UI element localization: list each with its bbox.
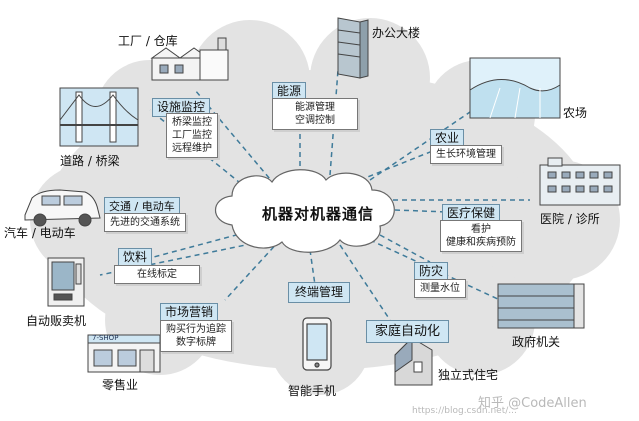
panel-disaster-box: 测量水位 xyxy=(414,279,466,298)
watermark-url: https://blog.csdn.net/... xyxy=(412,406,517,416)
panel-drinks-title: 饮料 xyxy=(118,248,153,267)
panel-traffic-line-1: 先进的交通系统 xyxy=(110,217,180,228)
car-label: 汽车 / 电动车 xyxy=(4,226,76,240)
panel-energy-line-1: 能源管理 xyxy=(295,102,335,113)
house-label: 独立式住宅 xyxy=(438,368,499,382)
panel-terminal-title: 终端管理 xyxy=(288,282,351,303)
factory-icon xyxy=(150,37,229,81)
office-building-icon xyxy=(337,17,369,79)
office-label: 办公大楼 xyxy=(372,26,421,40)
panel-facility-line-3: 远程维护 xyxy=(172,143,212,154)
panel-facility-line-2: 工厂监控 xyxy=(172,130,212,141)
panel-home-title: 家庭自动化 xyxy=(366,320,450,343)
car-icon xyxy=(24,189,101,227)
farm-label: 农场 xyxy=(563,106,588,120)
hospital-label: 医院 / 诊所 xyxy=(540,212,600,226)
panel-drinks-box: 在线标定 xyxy=(114,265,200,284)
center-title: 机器对机器通信 xyxy=(262,205,375,223)
panel-medical-line-1: 看护 xyxy=(471,224,491,235)
vending-machine-icon xyxy=(47,257,85,307)
panel-drinks-line-1: 在线标定 xyxy=(137,269,177,280)
panel-facility-box: 桥梁监控 工厂监控 远程维护 xyxy=(166,113,218,158)
bridge-icon xyxy=(59,87,139,147)
panel-facility-line-1: 桥梁监控 xyxy=(172,117,212,128)
panel-traffic-title: 交通 / 电动车 xyxy=(104,197,180,216)
panel-disaster-line-1: 测量水位 xyxy=(420,283,460,294)
panel-facility-title: 设施监控 xyxy=(152,98,211,117)
vending-label: 自动贩卖机 xyxy=(26,314,87,328)
hospital-icon xyxy=(539,157,621,206)
road-label: 道路 / 桥梁 xyxy=(60,154,120,168)
panel-agri-line-1: 生长环境管理 xyxy=(436,149,496,160)
panel-energy-box: 能源管理 空调控制 xyxy=(272,98,358,130)
panel-energy-line-2: 空调控制 xyxy=(295,115,335,126)
panel-marketing-line-1: 购买行为追踪 xyxy=(166,324,226,335)
watermark-zhihu: 知乎 @CodeAllen xyxy=(478,396,587,411)
panel-medical-line-2: 健康和疾病预防 xyxy=(446,237,516,248)
panel-agri-box: 生长环境管理 xyxy=(430,145,502,164)
retail-store-icon xyxy=(87,334,161,373)
store-sign: 7-SHOP xyxy=(92,334,119,342)
panel-medical-box: 看护 健康和疾病预防 xyxy=(440,220,522,252)
retail-label: 零售业 xyxy=(102,378,139,392)
house-icon xyxy=(394,336,433,386)
panel-marketing-line-2: 数字标牌 xyxy=(176,337,216,348)
factory-label: 工厂 / 仓库 xyxy=(118,34,178,48)
panel-traffic-box: 先进的交通系统 xyxy=(104,213,186,232)
panel-marketing-box: 购买行为追踪 数字标牌 xyxy=(160,320,232,352)
center-cloud xyxy=(215,169,395,253)
farm-icon xyxy=(469,57,561,119)
smartphone-label: 智能手机 xyxy=(288,384,337,398)
smartphone-icon xyxy=(302,317,332,371)
government-label: 政府机关 xyxy=(512,335,561,349)
government-building-icon xyxy=(497,283,585,329)
panel-agri-title: 农业 xyxy=(430,129,465,148)
